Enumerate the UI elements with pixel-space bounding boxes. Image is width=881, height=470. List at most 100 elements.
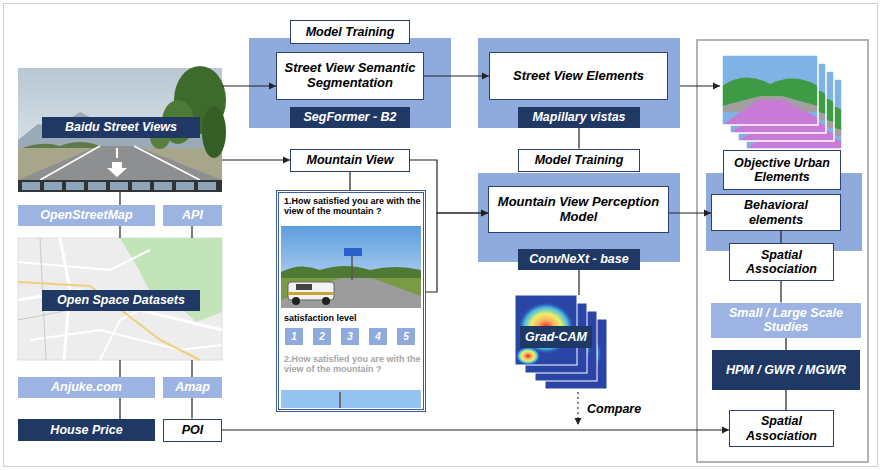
street-view-photo (132, 182, 150, 190)
open-space-map (30, 330, 222, 350)
rating-label: 2 (319, 331, 325, 343)
survey-question: 2.How satisfied you are with the view of… (284, 354, 422, 374)
flow-connector (191, 360, 192, 377)
flow-arrow (680, 85, 720, 86)
survey-illustration (351, 252, 353, 280)
street-view-photo (22, 182, 40, 190)
survey-illustration (281, 278, 421, 308)
flow-connector (119, 192, 120, 205)
box-label: OpenStreetMap (40, 208, 132, 222)
box-label: Street View Semantic Segmentation (282, 61, 418, 91)
survey-panel: 1.How satisfied you are with the view of… (276, 190, 426, 412)
process-box: Objective Urban Elements (723, 150, 841, 190)
survey-illustration (288, 292, 334, 295)
process-box: Model Training (290, 20, 410, 44)
open-space-map (18, 290, 222, 330)
street-view-photo (66, 182, 84, 190)
rating-box: 4 (369, 328, 387, 345)
street-view-photo (154, 182, 172, 190)
survey-illustration (292, 297, 300, 305)
street-view-photo (176, 182, 194, 190)
street-view-photo (198, 182, 216, 190)
flow-connector (119, 226, 120, 238)
box-label: House Price (50, 423, 122, 437)
rating-box: 2 (313, 328, 331, 345)
street-view-photo (107, 162, 127, 177)
image-panel: Open Space Datasets (18, 238, 222, 360)
flow-connector (222, 159, 290, 160)
survey-question: 1.How satisfied you are with the view of… (284, 196, 422, 216)
process-box: Street View Elements (489, 52, 668, 100)
process-box: Street View Semantic Segmentation (276, 52, 424, 100)
survey-illustration (344, 248, 362, 256)
flow-connector (119, 360, 120, 377)
flow-connector (780, 231, 781, 243)
box-label: Mountain View Perception Model (494, 195, 663, 225)
flow-connector (222, 429, 729, 430)
analysis-panel (697, 40, 868, 462)
flow-connector (780, 281, 781, 303)
flow-connector (669, 212, 711, 213)
box-label: Small / Large Scale Studies (716, 306, 856, 335)
box-label: HPM / GWR / MGWR (726, 363, 846, 377)
analysis-panel (697, 40, 868, 462)
box-label: Street View Elements (513, 69, 644, 84)
box-label: Model Training (306, 25, 395, 39)
rating-caption: satisfaction level (284, 313, 422, 323)
stage-block (249, 38, 451, 128)
box-label: Spatial Association (735, 414, 828, 443)
page-frame (4, 4, 878, 467)
process-box: POI (163, 419, 222, 442)
box-label: POI (182, 423, 204, 437)
rating-label: 3 (347, 331, 353, 343)
survey-illustration (296, 284, 312, 290)
flow-connector (349, 172, 350, 191)
grad-cam-heatmaps (516, 347, 540, 365)
rating-box: 5 (397, 328, 415, 345)
process-box: Mountain View (290, 149, 410, 172)
process-box: Model Training (518, 149, 640, 172)
flow-connector (191, 398, 192, 419)
box-label: Mapillary vistas (532, 110, 625, 124)
box-label: Spatial Association (735, 248, 828, 277)
box-label: ConvNeXt - base (529, 252, 628, 266)
source-box: API (163, 205, 222, 226)
flow-connector (426, 213, 488, 292)
survey-illustration (322, 297, 330, 305)
street-view-photo (88, 182, 106, 190)
survey-illustration (281, 278, 421, 308)
segmentation-images (722, 55, 818, 125)
panel-label: Baidu Street Views (42, 117, 200, 138)
method-box: HPM / GWR / MGWR (712, 350, 860, 390)
survey-illustration (281, 226, 421, 308)
stage-block (478, 38, 680, 128)
panel-label: Open Space Datasets (42, 290, 200, 311)
method-box: Mapillary vistas (518, 107, 640, 128)
box-label: API (182, 208, 203, 222)
street-view-photo (18, 66, 226, 192)
rating-label: 1 (291, 331, 297, 343)
flow-connector (424, 75, 489, 76)
street-view-photo (18, 180, 222, 192)
process-box: Mountain View Perception Model (488, 186, 669, 233)
page-frame (4, 4, 878, 467)
open-space-map (18, 238, 222, 360)
flow-connector (578, 270, 579, 295)
street-view-photo (40, 146, 100, 180)
survey-illustration (276, 190, 426, 412)
process-box: Spatial Association (729, 243, 834, 281)
flow-connector (785, 338, 786, 351)
box-label: Amap (175, 380, 210, 394)
flow-arrow (577, 392, 578, 425)
rating-box: 1 (285, 328, 303, 345)
panel-label: Grad-CAM (520, 326, 592, 348)
box-label: Model Training (535, 153, 624, 167)
flow-connector (119, 398, 120, 419)
image-panel: Grad-CAM (515, 295, 607, 389)
box-label: Behavioral elements (717, 198, 835, 227)
street-view-photo (44, 182, 62, 190)
flow-connector (191, 226, 192, 238)
